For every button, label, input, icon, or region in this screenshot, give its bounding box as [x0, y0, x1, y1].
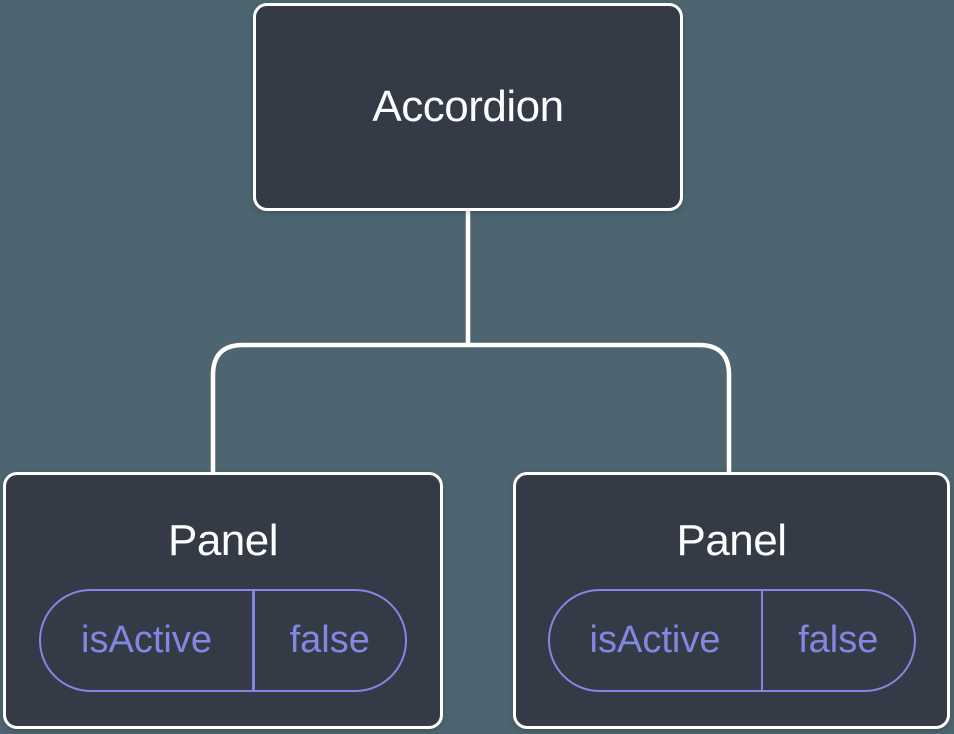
node-panel-left: Panel isActive false [3, 472, 443, 729]
prop-value: false [798, 619, 879, 661]
prop-pill: isActive false [547, 589, 916, 692]
prop-value: false [289, 619, 370, 661]
prop-name: isActive [81, 619, 212, 661]
prop-name: isActive [589, 619, 721, 661]
node-accordion: Accordion [253, 3, 683, 211]
pill-divider [252, 591, 255, 690]
node-panel-right: Panel isActive false [513, 472, 950, 729]
node-accordion-label: Accordion [372, 82, 564, 131]
pill-divider [760, 591, 763, 690]
node-panel-label: Panel [167, 516, 279, 565]
node-panel-label: Panel [676, 516, 787, 565]
prop-pill: isActive false [39, 589, 407, 692]
